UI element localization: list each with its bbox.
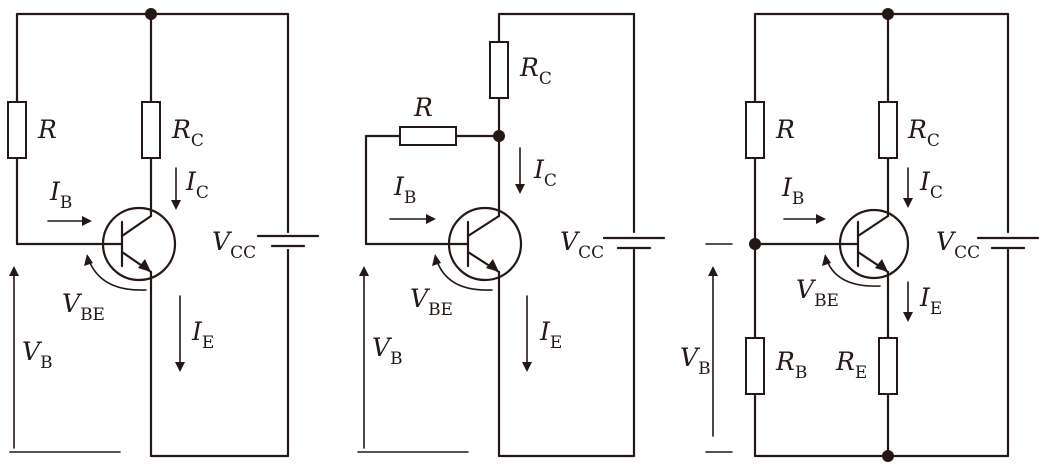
junction-dot bbox=[145, 8, 157, 20]
junction-dot bbox=[749, 238, 761, 250]
resistor-re bbox=[878, 337, 898, 395]
junction-dot bbox=[882, 8, 894, 20]
arrow-ie bbox=[903, 281, 913, 322]
circuit-fixed-bias: R RC IB IC VCC VBE IE VB bbox=[7, 8, 320, 458]
label-rc: RC bbox=[907, 115, 940, 151]
npn-transistor bbox=[838, 208, 910, 280]
arrow-ic bbox=[903, 167, 913, 208]
battery-vcc bbox=[976, 236, 1040, 250]
label-vcc: VCC bbox=[936, 227, 980, 263]
arrow-vbe bbox=[84, 254, 147, 291]
label-vcc: VCC bbox=[212, 227, 256, 263]
label-r: R bbox=[775, 115, 795, 144]
label-ie: IE bbox=[919, 283, 942, 319]
resistor-rc bbox=[489, 41, 509, 99]
label-vbe: VBE bbox=[796, 275, 839, 311]
npn-transistor bbox=[447, 206, 523, 282]
label-ie: IE bbox=[191, 317, 214, 353]
label-vb: VB bbox=[372, 333, 403, 369]
label-ib: IB bbox=[781, 173, 804, 209]
label-rb: RB bbox=[775, 347, 807, 383]
wires bbox=[357, 12, 636, 458]
arrow-vbe bbox=[432, 254, 493, 291]
label-rc: RC bbox=[171, 115, 204, 151]
label-vb: VB bbox=[680, 343, 711, 379]
battery-vcc bbox=[602, 236, 666, 250]
label-ib: IB bbox=[49, 177, 72, 213]
circuit-voltage-divider-bias: R RC IB IC VCC VBE IE VB RB RE bbox=[680, 8, 1040, 462]
arrow-ib bbox=[389, 214, 436, 224]
arrow-ic bbox=[515, 147, 525, 194]
arrow-ib bbox=[47, 216, 92, 226]
resistor-r bbox=[7, 101, 27, 159]
resistor-r bbox=[745, 101, 765, 159]
resistor-rc bbox=[878, 101, 898, 159]
arrow-ic bbox=[171, 167, 181, 210]
arrow-vb bbox=[708, 266, 718, 437]
label-vb: VB bbox=[22, 337, 53, 373]
battery-vcc bbox=[256, 234, 320, 248]
label-r: R bbox=[37, 115, 57, 144]
label-ic: IC bbox=[185, 167, 209, 203]
arrow-ie bbox=[522, 295, 532, 372]
label-rc: RC bbox=[519, 53, 552, 89]
label-vcc: VCC bbox=[560, 227, 604, 263]
junction-dot bbox=[493, 130, 505, 142]
arrow-ib bbox=[783, 214, 826, 224]
circuit-collector-feedback-bias: R RC IC IB VCC VBE IE VB bbox=[357, 12, 666, 458]
label-ic: IC bbox=[919, 167, 943, 203]
label-ib: IB bbox=[393, 172, 416, 208]
label-r: R bbox=[413, 93, 433, 122]
junction-dot bbox=[882, 450, 894, 462]
npn-transistor bbox=[101, 206, 177, 282]
label-vbe: VBE bbox=[410, 284, 453, 320]
resistor-rb bbox=[745, 337, 765, 395]
wires bbox=[9, 12, 290, 458]
label-ic: IC bbox=[533, 155, 557, 191]
resistor-rc bbox=[141, 101, 161, 159]
arrow-vbe bbox=[822, 254, 881, 287]
label-ie: IE bbox=[539, 317, 562, 353]
resistor-r bbox=[399, 126, 457, 146]
arrow-vb bbox=[359, 266, 369, 449]
label-re: RE bbox=[835, 347, 867, 383]
arrow-vb bbox=[9, 266, 19, 449]
arrow-ie bbox=[175, 295, 185, 372]
label-vbe: VBE bbox=[62, 289, 105, 325]
